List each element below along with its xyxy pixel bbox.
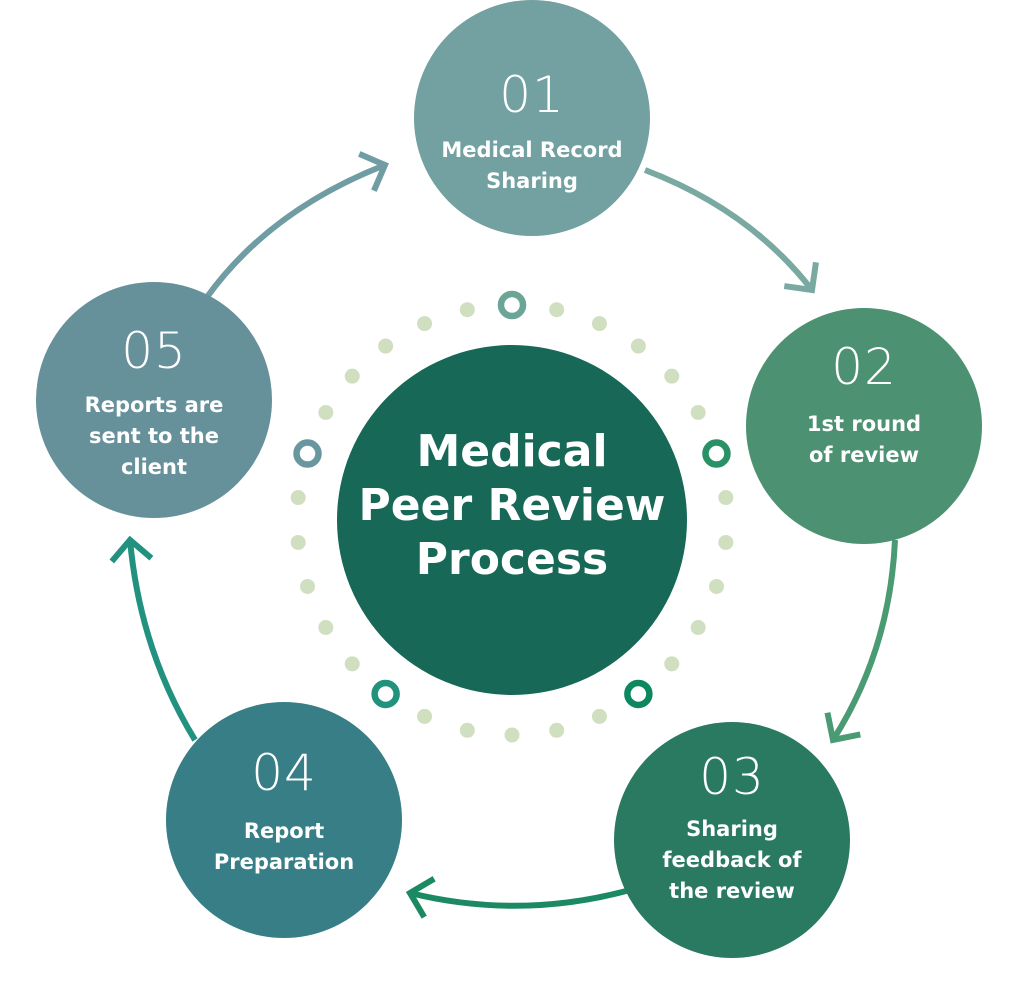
- step-number: 05: [121, 322, 187, 380]
- ring-dot: [417, 708, 433, 724]
- ring-dot: [549, 302, 565, 318]
- ring-dot: [591, 316, 607, 332]
- step-label-line: the review: [669, 879, 795, 903]
- ring-dot: [318, 620, 334, 635]
- ring-marker: [371, 679, 400, 709]
- ring-dot: [630, 338, 646, 354]
- ring-dot: [549, 722, 565, 738]
- ring-dot: [708, 578, 724, 594]
- ring-dot: [417, 316, 433, 332]
- ring-dot: [690, 620, 706, 635]
- dot-ring: [290, 302, 734, 743]
- arrow-line: [830, 539, 898, 742]
- step-label-line: client: [120, 455, 188, 479]
- ring-marker: [702, 439, 731, 468]
- connector-arrows: [109, 151, 898, 919]
- center-title-circle: Medical Peer Review Process: [337, 345, 687, 695]
- center-title: Medical Peer Review Process: [359, 425, 666, 587]
- ring-dot: [318, 405, 334, 420]
- step-05-circle: 05 Reports are sent to the client: [36, 282, 272, 518]
- center-title-line: Medical: [416, 426, 608, 477]
- ring-dot: [690, 405, 706, 420]
- ring-markers: [293, 290, 731, 709]
- step-label-line: Reports are: [84, 393, 224, 417]
- center-title-line: Peer Review: [358, 480, 666, 531]
- step-label: Reports are sent to the client: [85, 390, 224, 483]
- arrow-line: [127, 539, 198, 742]
- step-label-line: Sharing: [486, 169, 578, 193]
- step-number: 04: [251, 744, 317, 802]
- arrow-line: [204, 162, 387, 299]
- step-02-circle: 02 1st round of review: [746, 308, 982, 544]
- step-label-line: sent to the: [88, 424, 220, 448]
- arrow-head-icon: [783, 261, 819, 294]
- step-label-line: feedback of: [662, 848, 802, 872]
- ring-marker: [497, 290, 527, 320]
- step-label-line: Sharing: [686, 817, 778, 841]
- ring-dot: [664, 368, 680, 384]
- ring-dot: [459, 302, 475, 318]
- ring-marker: [293, 439, 322, 468]
- ring-dot: [344, 656, 360, 672]
- center-title-line: Process: [415, 534, 609, 585]
- step-04-circle: 04 Report Preparation: [166, 702, 402, 938]
- ring-dot: [378, 338, 394, 354]
- arrow-head-icon: [405, 876, 436, 919]
- step-label: Report Preparation: [214, 816, 354, 878]
- ring-dot: [591, 708, 607, 724]
- step-label: 1st round of review: [807, 409, 921, 471]
- arrow-line: [643, 167, 815, 292]
- step-number: 02: [831, 338, 897, 396]
- step-label-line: 1st round: [806, 412, 922, 436]
- arrow-head-icon: [824, 712, 861, 744]
- step-label-line: Medical Record: [441, 138, 623, 162]
- ring-dot: [290, 490, 306, 506]
- arrow-head-icon: [358, 151, 389, 192]
- step-label-line: Preparation: [213, 850, 355, 874]
- arrow-line: [409, 887, 631, 909]
- ring-dot: [718, 534, 734, 550]
- step-number: 03: [699, 748, 765, 806]
- ring-dot: [718, 490, 734, 506]
- ring-dot: [300, 578, 316, 594]
- ring-dot: [344, 368, 360, 384]
- step-label-line: of review: [808, 443, 919, 467]
- step-label: Sharing feedback of the review: [662, 814, 801, 907]
- ring-dot: [664, 656, 680, 672]
- ring-dot: [290, 534, 306, 550]
- ring-dot: [504, 727, 520, 743]
- ring-dot: [459, 722, 475, 738]
- step-number: 01: [499, 66, 565, 124]
- step-03-circle: 03 Sharing feedback of the review: [614, 722, 850, 958]
- step-01-circle: 01 Medical Record Sharing: [414, 0, 650, 236]
- step-label: Medical Record Sharing: [441, 135, 622, 197]
- arrow-head-icon: [109, 535, 154, 564]
- step-label-line: Report: [243, 819, 325, 843]
- ring-marker: [624, 679, 653, 709]
